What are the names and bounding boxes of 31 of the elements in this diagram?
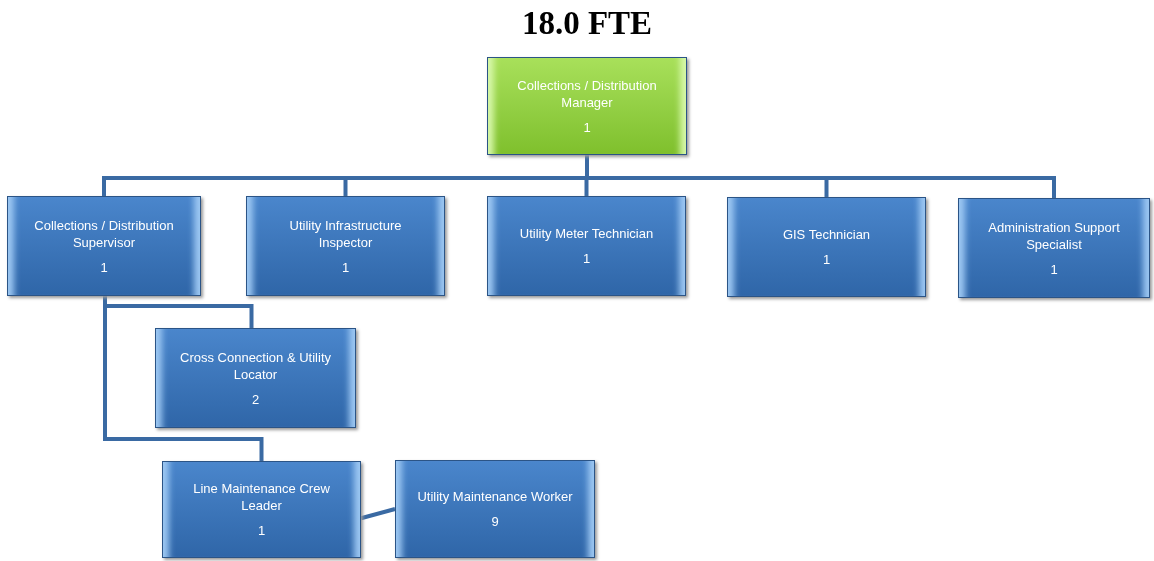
headcount: 1 [100,258,108,276]
headcount: 1 [822,251,831,268]
position-box [7,196,201,296]
position-title: Utility Meter Technician [519,225,654,242]
position-title: Collections / Distribution Manager [516,76,658,111]
position-title: Administration Support Specialist [987,218,1121,253]
headcount: 1 [1050,260,1058,278]
connector-line [360,507,396,521]
position-box [155,328,356,428]
position-title: GIS Technician [782,226,871,243]
position-title: Cross Connection & Utility Locator [179,348,332,383]
connector-line [103,296,264,461]
connector-line [585,155,1056,198]
headcount: 1 [341,258,350,276]
chart-title: 18.0 FTE [520,4,654,42]
headcount: 1 [583,118,591,136]
headcount: 1 [582,250,591,267]
position-box [727,197,926,297]
position-title: Utility Maintenance Worker [417,488,573,505]
position-title: Collections / Distribution Supervisor [33,216,175,251]
position-box [246,196,445,296]
position-box [958,198,1150,298]
headcount: 9 [491,513,499,530]
manager-box [487,57,687,155]
position-box [487,196,686,296]
headcount: 2 [251,390,260,408]
position-box [395,460,595,558]
position-title: Line Maintenance Crew Leader [192,480,331,514]
position-title: Utility Infrastructure Inspector [288,216,403,251]
headcount: 1 [257,522,266,539]
position-box [162,461,361,558]
